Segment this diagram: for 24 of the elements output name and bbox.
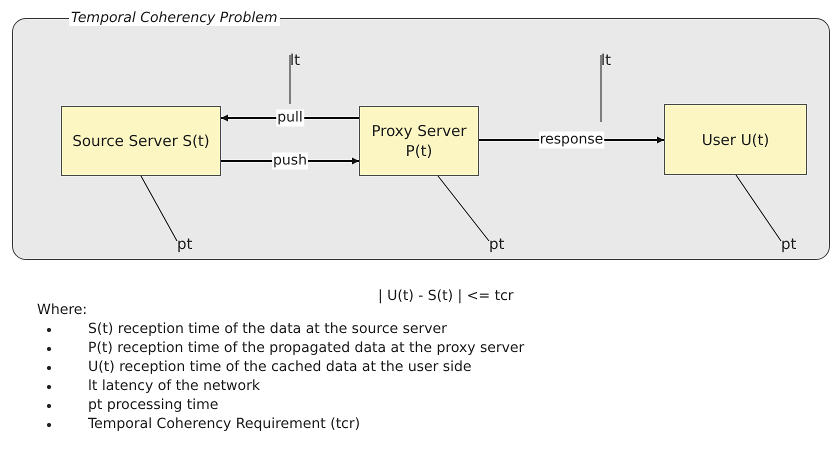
- leader-line: [600, 54, 602, 122]
- note-text: Where:: [37, 302, 88, 319]
- list-item: U(t) reception time of the cached data at the user side: [88, 359, 472, 376]
- list-item: P(t) reception time of the propagated data at the proxy server: [88, 340, 524, 357]
- annotation-text: lt: [290, 51, 300, 69]
- annotation-text: pt: [177, 235, 192, 253]
- edge-label: response: [538, 132, 604, 148]
- annotation-text: pt: [489, 235, 504, 253]
- list-item: lt latency of the network: [88, 378, 260, 395]
- process-box: Source Server S(t): [61, 106, 221, 176]
- list-item: pt processing time: [88, 397, 218, 414]
- process-box: Proxy Server P(t): [359, 106, 479, 176]
- list-item: Temporal Coherency Requirement (tcr): [88, 416, 360, 433]
- edge-label: pull: [276, 110, 304, 126]
- leader-line: [736, 174, 782, 242]
- list-item: S(t) reception time of the data at the source server: [88, 321, 447, 338]
- annotation-text: pt: [781, 235, 796, 253]
- leader-line: [140, 176, 178, 242]
- leader-line: [438, 176, 490, 242]
- formula-text: | U(t) - S(t) | <= tcr: [378, 288, 514, 305]
- frame-title: Temporal Coherency Problem: [69, 10, 280, 26]
- annotation-text: lt: [601, 51, 612, 69]
- process-box: User U(t): [664, 104, 807, 175]
- edge-label: push: [272, 152, 308, 170]
